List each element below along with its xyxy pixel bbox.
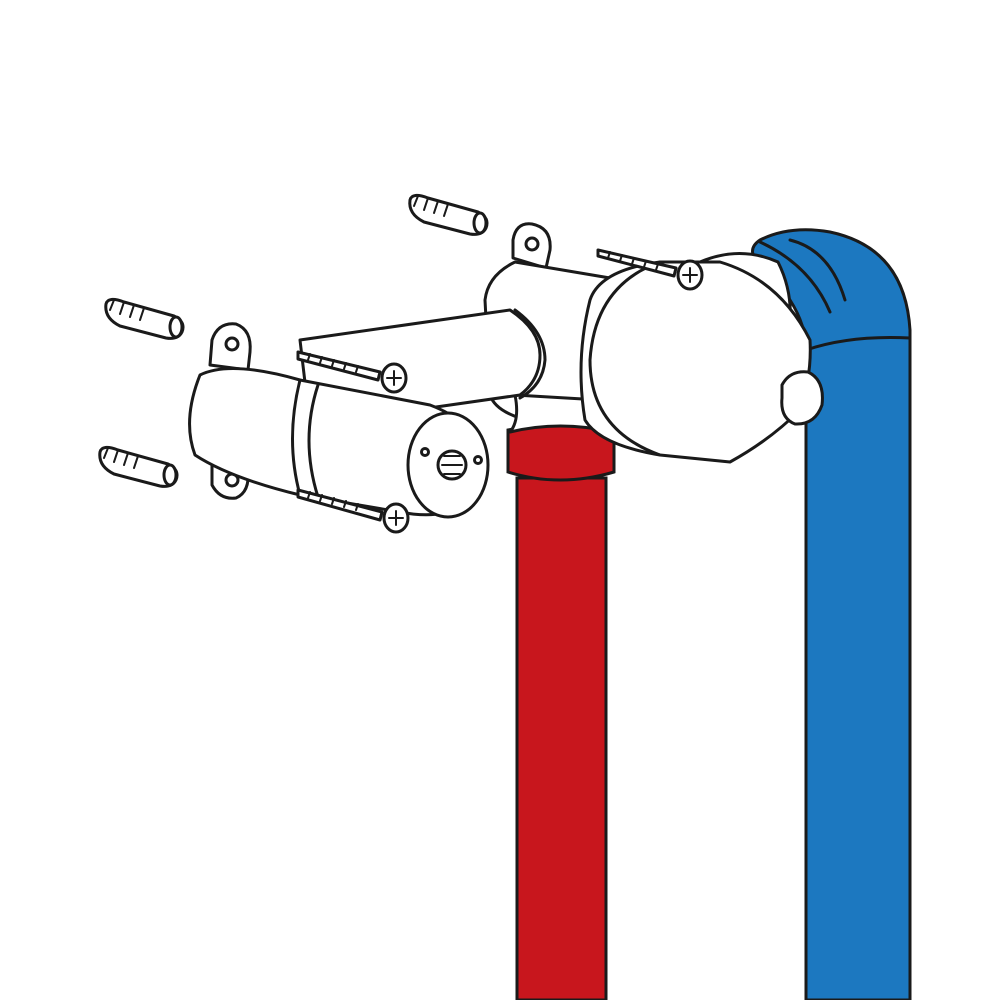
- cold-water-pipe: [751, 228, 912, 1000]
- screw-lower-left: [296, 488, 410, 534]
- mixer-valve-body: [483, 260, 824, 464]
- hot-water-pipe: [506, 422, 616, 1000]
- wall-anchor-upper-left: [104, 297, 185, 340]
- rear-mounting-bracket: [511, 222, 552, 270]
- spindle-cylinder: [188, 367, 490, 519]
- screw-upper-left: [296, 350, 408, 394]
- wall-anchor-top: [408, 193, 489, 236]
- screw-top: [596, 248, 704, 291]
- wall-anchor-lower-left: [98, 445, 179, 488]
